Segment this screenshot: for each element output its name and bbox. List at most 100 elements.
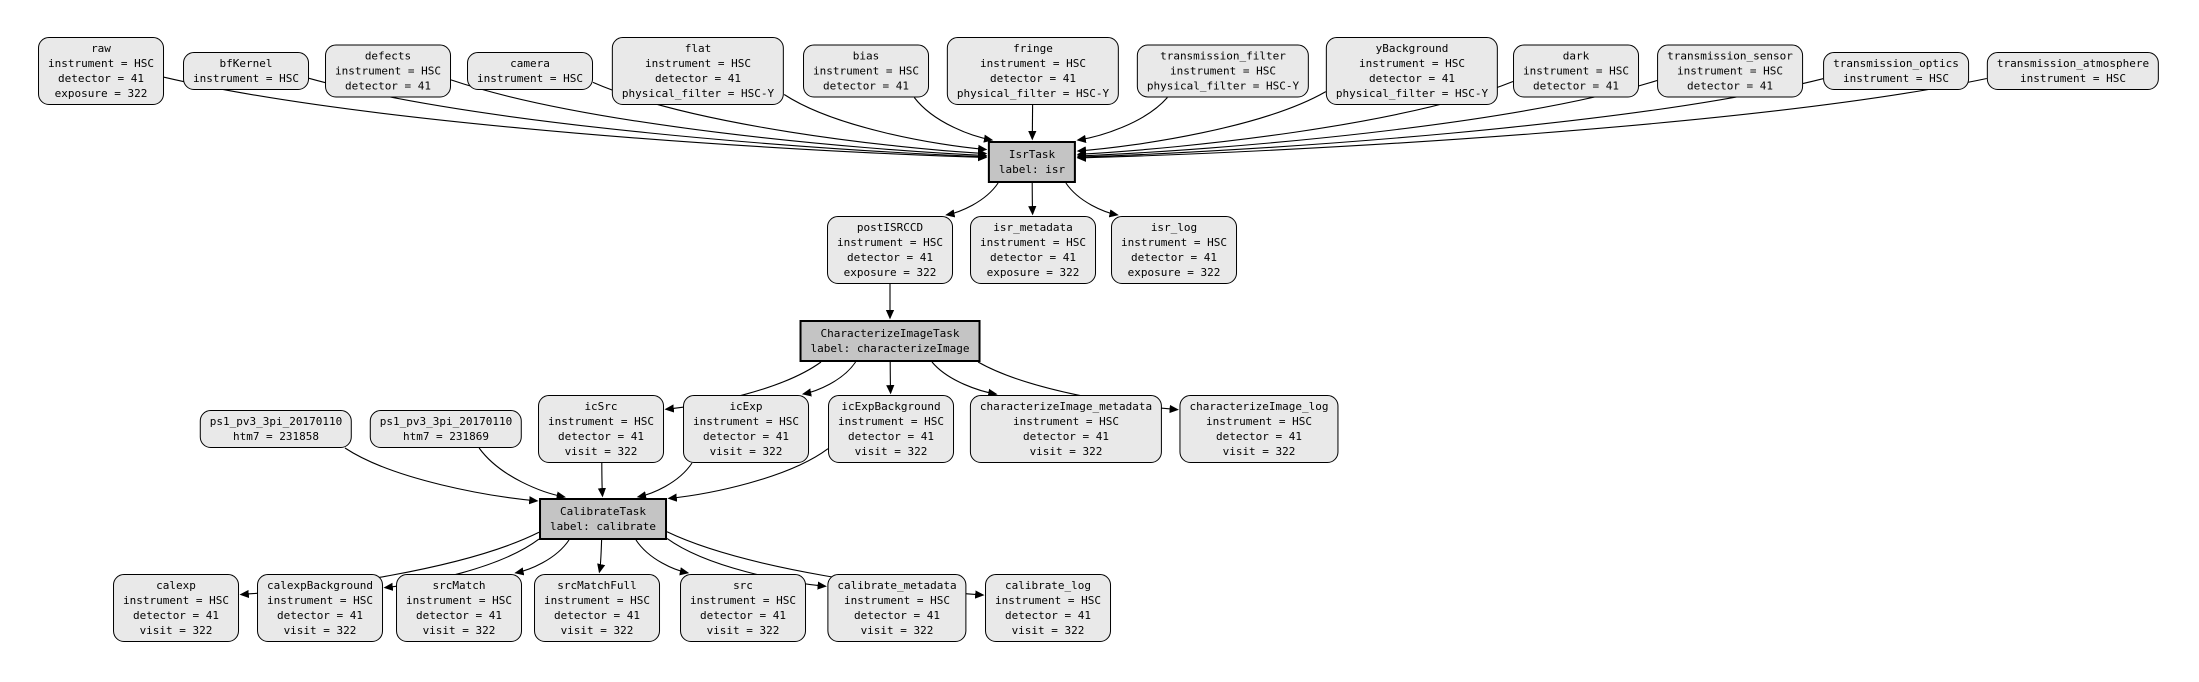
- edge-yBackground-to-isr: [1076, 91, 1327, 155]
- node-dimension: detector = 41: [1215, 430, 1303, 443]
- node-title: transmission_sensor: [1667, 49, 1793, 63]
- node-dimension: instrument = HSC: [406, 594, 512, 607]
- node-dimension: visit = 322: [139, 624, 213, 637]
- node-title: characterizeImage_metadata: [979, 400, 1153, 413]
- edge-characterizeImage-to-icExp: [801, 361, 857, 397]
- node-dimension: instrument = HSC: [837, 236, 943, 249]
- node-dimension: instrument = HSC: [1121, 236, 1227, 249]
- node-dimension: detector = 41: [57, 72, 145, 85]
- node-dimension: instrument = HSC: [335, 64, 441, 78]
- edge-calibrate-to-srcMatch: [514, 539, 570, 576]
- edge-icExpBackground-to-calibrate: [667, 448, 829, 502]
- edge-transmission_sensor-to-isr: [1076, 79, 1658, 160]
- node-dimension: instrument = HSC: [995, 594, 1101, 607]
- node-title: bfKernel: [219, 57, 273, 70]
- node-dimension: detector = 41: [702, 430, 790, 443]
- edge-isr-to-postISRCCD: [945, 182, 999, 218]
- node-dimension: instrument = HSC: [838, 415, 944, 428]
- edge-characterizeImage-to-characterizeImage_metadata: [931, 361, 998, 397]
- node-title: dark: [1562, 49, 1590, 63]
- node-dimension: instrument = HSC: [123, 594, 229, 607]
- node-dimension: visit = 322: [422, 624, 496, 637]
- node-dimension: visit = 322: [706, 624, 780, 637]
- node-dimension: exposure = 322: [986, 266, 1080, 279]
- node-title: camera: [510, 57, 550, 70]
- node-dimension: label: calibrate: [550, 520, 656, 533]
- node-title: raw: [91, 42, 111, 55]
- edge-ps1_231869-to-calibrate: [478, 447, 566, 500]
- node-title: CharacterizeImageTask: [820, 327, 960, 340]
- node-dimension: instrument = HSC: [844, 594, 950, 607]
- node-title: srcMatchFull: [557, 579, 637, 592]
- node-dimension: instrument = HSC: [1677, 64, 1783, 78]
- node-dimension: visit = 322: [1011, 624, 1085, 637]
- node-dimension: detector = 41: [1532, 79, 1620, 93]
- node-title: icSrc: [584, 400, 618, 413]
- node-title: isr_log: [1150, 221, 1198, 234]
- node-dimension: visit = 322: [1222, 445, 1296, 458]
- node-dimension: visit = 322: [709, 445, 783, 458]
- node-dimension: physical_filter = HSC-Y: [621, 87, 775, 100]
- node-title: defects: [364, 49, 412, 63]
- node-title: flat: [684, 42, 712, 55]
- node-dimension: instrument = HSC: [267, 594, 373, 607]
- edge-isr-to-isr_log: [1065, 182, 1119, 218]
- node-dimension: instrument = HSC: [1206, 415, 1312, 428]
- node-dimension: detector = 41: [853, 609, 941, 622]
- node-dimension: visit = 322: [854, 445, 928, 458]
- node-dimension: instrument = HSC: [548, 415, 654, 428]
- edge-ps1_231858-to-calibrate: [344, 447, 539, 505]
- node-title: postISRCCD: [856, 221, 924, 234]
- node-dimension: instrument = HSC: [645, 57, 751, 70]
- node-dimension: visit = 322: [1029, 445, 1103, 458]
- node-title: calexp: [156, 579, 196, 592]
- node-dimension: exposure = 322: [843, 266, 937, 279]
- node-title: bias: [852, 49, 880, 63]
- node-dimension: visit = 322: [564, 445, 638, 458]
- dataset-node-transmission_atmosphere: transmission_atmosphere instrument = HSC: [1986, 52, 2160, 90]
- node-dimension: visit = 322: [283, 624, 357, 637]
- edge-transmission_optics-to-isr: [1076, 78, 1824, 161]
- edge-characterizeImage-to-icSrc: [664, 361, 822, 413]
- node-dimension: detector = 41: [1004, 609, 1092, 622]
- node-title: calibrate_log: [1004, 579, 1092, 592]
- node-dimension: label: isr: [998, 163, 1066, 176]
- node-title: transmission_atmosphere: [1996, 57, 2150, 70]
- node-title: ps1_pv3_3pi_20170110: [379, 415, 513, 428]
- node-dimension: detector = 41: [276, 609, 364, 622]
- node-dimension: physical_filter = HSC-Y: [1335, 87, 1489, 100]
- task-node-isr: IsrTask label: isr: [987, 141, 1077, 183]
- node-dimension: detector = 41: [1368, 72, 1456, 85]
- node-dimension: detector = 41: [847, 430, 935, 443]
- node-title: IsrTask: [1008, 148, 1056, 161]
- node-dimension: detector = 41: [557, 430, 645, 443]
- edge-transmission_atmosphere-to-isr: [1076, 77, 1987, 162]
- edge-raw-to-isr: [163, 76, 988, 162]
- node-dimension: exposure = 322: [1127, 266, 1221, 279]
- node-dimension: instrument = HSC: [2020, 72, 2126, 85]
- node-title: calibrate_metadata: [837, 579, 957, 592]
- dataset-node-ps1_231869: ps1_pv3_3pi_20170110 htm7 = 231869: [369, 410, 523, 448]
- node-dimension: htm7 = 231869: [402, 430, 490, 443]
- node-dimension: visit = 322: [560, 624, 634, 637]
- node-dimension: detector = 41: [989, 251, 1077, 264]
- node-dimension: instrument = HSC: [48, 57, 154, 70]
- node-dimension: detector = 41: [553, 609, 641, 622]
